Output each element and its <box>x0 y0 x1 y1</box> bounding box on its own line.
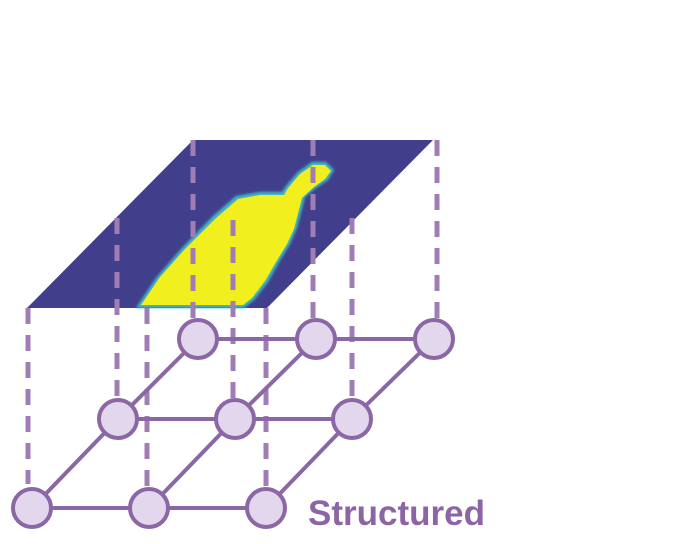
grid-node <box>245 487 287 529</box>
grid-node <box>97 398 139 440</box>
grid-node <box>177 318 219 360</box>
grid-nodes <box>11 318 455 529</box>
grid-node <box>331 398 373 440</box>
structured-label: Structured <box>308 494 485 533</box>
grid-node <box>11 487 53 529</box>
heatmap-plane <box>27 140 433 308</box>
grid-node <box>413 318 455 360</box>
projection-dashes <box>25 140 440 490</box>
heatmap-blob <box>141 165 331 305</box>
grid-node <box>128 487 170 529</box>
grid-node <box>214 398 256 440</box>
grid-node <box>295 318 337 360</box>
